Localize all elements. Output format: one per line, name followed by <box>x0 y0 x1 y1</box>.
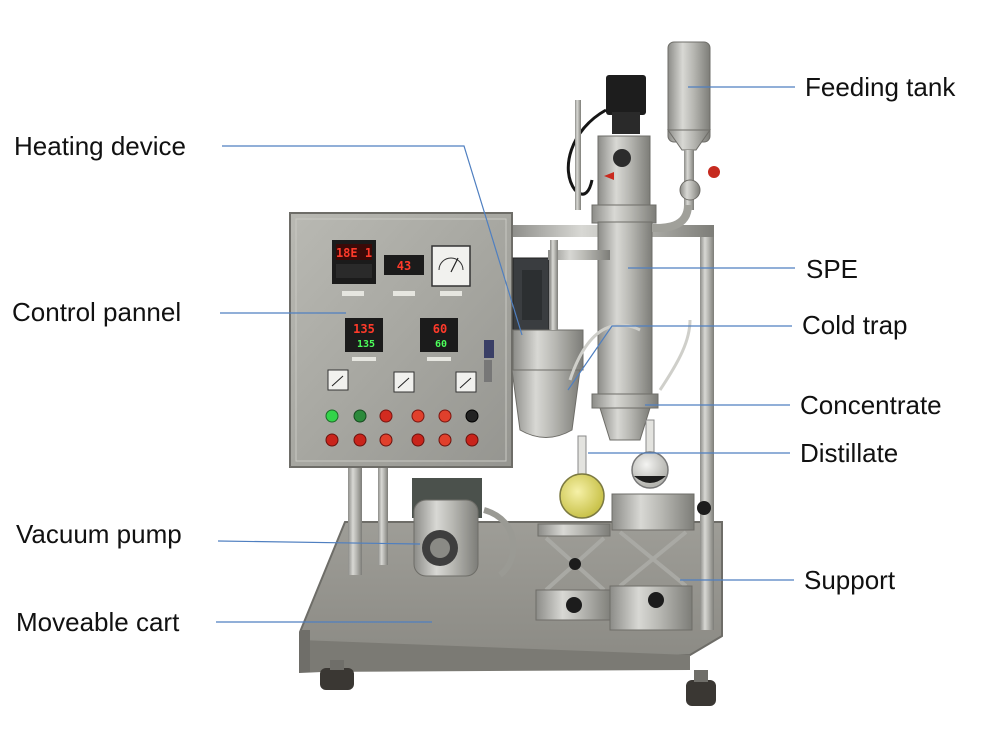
leader-vacuum-pump <box>217 540 421 545</box>
label-spe: SPE <box>806 254 859 284</box>
small-meter <box>327 369 349 391</box>
heating-device <box>511 257 584 438</box>
lab-jack-left <box>535 523 613 621</box>
red-indicator <box>438 409 452 423</box>
ampere-meter <box>431 245 471 287</box>
display-top-left-value: 18E 1 <box>336 246 372 260</box>
small-meter <box>393 371 415 393</box>
timer-display: 43 <box>384 255 424 275</box>
button-row-top <box>325 409 479 423</box>
pid-controller-right: 60 60 <box>420 318 458 352</box>
label-support: Support <box>804 565 896 595</box>
temperature-display: 18E 1 <box>332 240 376 284</box>
label-distillate: Distillate <box>800 438 899 468</box>
lab-jack-right <box>609 493 711 631</box>
spe-column <box>566 75 659 441</box>
panel-latch <box>484 340 494 382</box>
label-moveable-cart: Moveable cart <box>16 607 180 637</box>
caster-wheel <box>686 670 716 706</box>
moveable-cart <box>299 225 723 706</box>
pid-right-pv: 60 <box>433 322 447 336</box>
green-button <box>353 409 367 423</box>
label-feeding-tank: Feeding tank <box>805 72 956 102</box>
feed-valve-handle <box>708 166 720 178</box>
label-concentrate: Concentrate <box>800 390 942 420</box>
red-button <box>465 433 479 447</box>
pid-controller-left: 135 135 <box>345 318 383 352</box>
pid-left-pv: 135 <box>353 322 375 336</box>
label-heating-device: Heating device <box>14 131 186 161</box>
red-button <box>353 433 367 447</box>
button-row-bottom <box>325 433 479 447</box>
control-panel: 18E 1 43 135 135 60 60 <box>289 212 513 468</box>
red-indicator <box>379 433 393 447</box>
red-indicator <box>438 433 452 447</box>
red-button <box>325 433 339 447</box>
leader-heating-device <box>222 145 523 336</box>
label-control-pannel: Control pannel <box>12 297 182 327</box>
red-button <box>379 409 393 423</box>
vacuum-pump <box>412 478 517 578</box>
red-button <box>411 433 425 447</box>
red-indicator <box>411 409 425 423</box>
green-indicator <box>325 409 339 423</box>
small-meter <box>455 371 477 393</box>
label-vacuum-pump: Vacuum pump <box>16 519 182 549</box>
label-cold-trap: Cold trap <box>802 310 908 340</box>
pid-left-sv: 135 <box>357 339 375 350</box>
distillate-flask <box>559 435 605 519</box>
concentrate-flask <box>631 419 669 489</box>
feeding-tank <box>651 41 720 233</box>
leader-cold-trap <box>567 325 792 391</box>
pid-right-sv: 60 <box>435 339 447 350</box>
caster-wheel <box>320 660 354 690</box>
selector-knob <box>465 409 479 423</box>
display-top-mid-value: 43 <box>397 259 411 273</box>
leader-lines <box>216 86 795 623</box>
